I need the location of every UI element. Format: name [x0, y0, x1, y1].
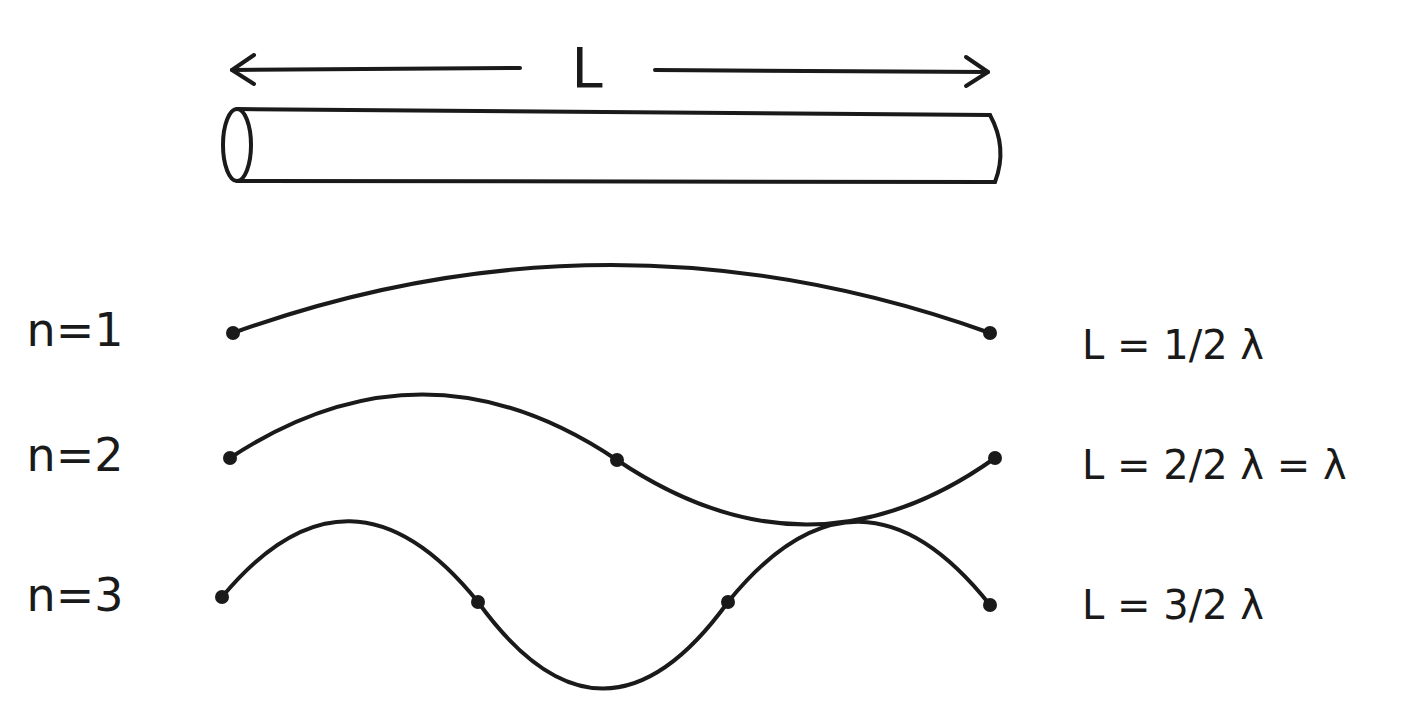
length-arrow-right [655, 70, 988, 72]
arrow-head [966, 57, 988, 86]
node-dot [983, 598, 997, 612]
mode-number: n=3 [27, 570, 124, 621]
node-dot [223, 451, 237, 465]
length-relation: L = 1/2 λ [1082, 323, 1264, 367]
mode-number: n=2 [27, 430, 124, 481]
wave-n1 [233, 265, 990, 333]
tube-edge [237, 181, 995, 182]
length-relation: L = 2/2 λ = λ [1082, 443, 1347, 487]
length-label: L [571, 37, 602, 99]
node-dot [215, 590, 229, 604]
node-dot [610, 453, 624, 467]
node-dot [983, 326, 997, 340]
node-dot [721, 595, 735, 609]
arrow-head [232, 55, 254, 84]
wave-n3 [222, 521, 990, 688]
node-dot [988, 451, 1002, 465]
tube-end [223, 109, 251, 181]
length-relation: L = 3/2 λ [1082, 583, 1264, 627]
node-dot [226, 326, 240, 340]
length-arrow-left [232, 68, 520, 70]
wave-n2 [230, 394, 995, 524]
tube-edge [237, 109, 990, 115]
tube-end [990, 115, 1000, 182]
node-dot [471, 595, 485, 609]
mode-number: n=1 [27, 305, 124, 356]
